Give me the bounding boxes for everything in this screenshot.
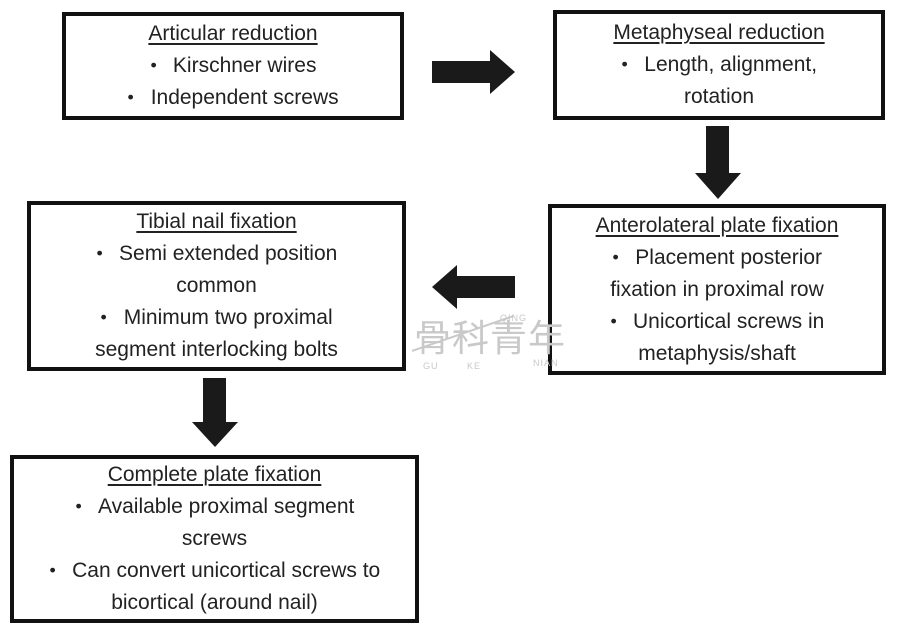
bullet-text: Available proximal segment screws (97, 495, 355, 550)
bullet-icon: • (100, 307, 108, 328)
arrow-down-shape (192, 378, 238, 447)
bullet-item: • Length, alignment, rotation (559, 49, 879, 113)
bullet-icon: • (612, 247, 619, 267)
bullet-item: • Unicortical screws in metaphysis/shaft (554, 306, 880, 370)
arrow-left-icon (431, 264, 515, 310)
bullet-text: Kirschner wires (172, 54, 317, 77)
bullet-text: Can convert unicortical screws to bicort… (72, 559, 381, 614)
bullet-icon: • (621, 54, 628, 75)
bullet-text: Unicortical screws in metaphysis/shaft (632, 309, 825, 365)
bullet-icon: • (150, 55, 157, 76)
bullet-icon: • (75, 496, 82, 517)
box-complete-plate-fixation: Complete plate fixation • Available proxi… (10, 455, 419, 623)
box-anterolateral-plate-fixation: Anterolateral plate fixation •Placement … (548, 204, 886, 375)
watermark-pinyin: KE (467, 361, 482, 371)
arrow-down-icon (191, 378, 239, 448)
arrow-down-icon (694, 126, 742, 200)
bullet-item: •Placement posterior fixation in proxima… (554, 242, 880, 306)
watermark-pinyin: GU (423, 361, 439, 371)
box-articular-reduction: Articular reduction • Kirschner wires • In… (62, 12, 404, 120)
bullet-icon: • (49, 560, 56, 581)
box-title: Complete plate fixation (107, 463, 322, 486)
arrow-down-shape (695, 126, 741, 199)
arrow-right-icon (432, 49, 516, 95)
watermark: 骨科青年 GU KE QING NIAN (406, 314, 566, 372)
arrow-right-shape (432, 50, 515, 94)
box-title: Anterolateral plate fixation (595, 213, 839, 237)
bullet-item: • Can convert unicortical screws to bicor… (16, 555, 413, 619)
box-tibial-nail-fixation: Tibial nail fixation • Semi extended posi… (27, 201, 406, 371)
bullet-item: • Semi extended position common (33, 238, 400, 302)
box-title: Tibial nail fixation (136, 210, 297, 233)
box-metaphyseal-reduction: Metaphyseal reduction • Length, alignment… (553, 10, 885, 120)
watermark-slash-decoration (411, 314, 515, 352)
bullet-item: • Kirschner wires (68, 50, 398, 82)
bullet-icon: • (127, 87, 135, 108)
box-title: Metaphyseal reduction (613, 21, 825, 44)
watermark-pinyin: QING (500, 313, 528, 323)
bullet-text: Semi extended position common (119, 242, 338, 297)
bullet-text: Length, alignment, rotation (644, 53, 818, 108)
box-title: Articular reduction (148, 22, 318, 45)
bullet-text: Independent screws (150, 86, 339, 109)
bullet-icon: • (96, 243, 103, 264)
bullet-item: •Minimum two proximal segment interlocki… (33, 302, 400, 366)
arrow-left-shape (432, 265, 515, 309)
bullet-item: • Available proximal segment screws (16, 491, 413, 555)
bullet-text: Minimum two proximal segment interlockin… (95, 306, 338, 361)
bullet-icon: • (610, 311, 617, 331)
bullet-text: Placement posterior fixation in proximal… (610, 245, 824, 301)
bullet-item: • Independent screws (68, 82, 398, 114)
watermark-text: 骨科青年 (414, 318, 566, 359)
